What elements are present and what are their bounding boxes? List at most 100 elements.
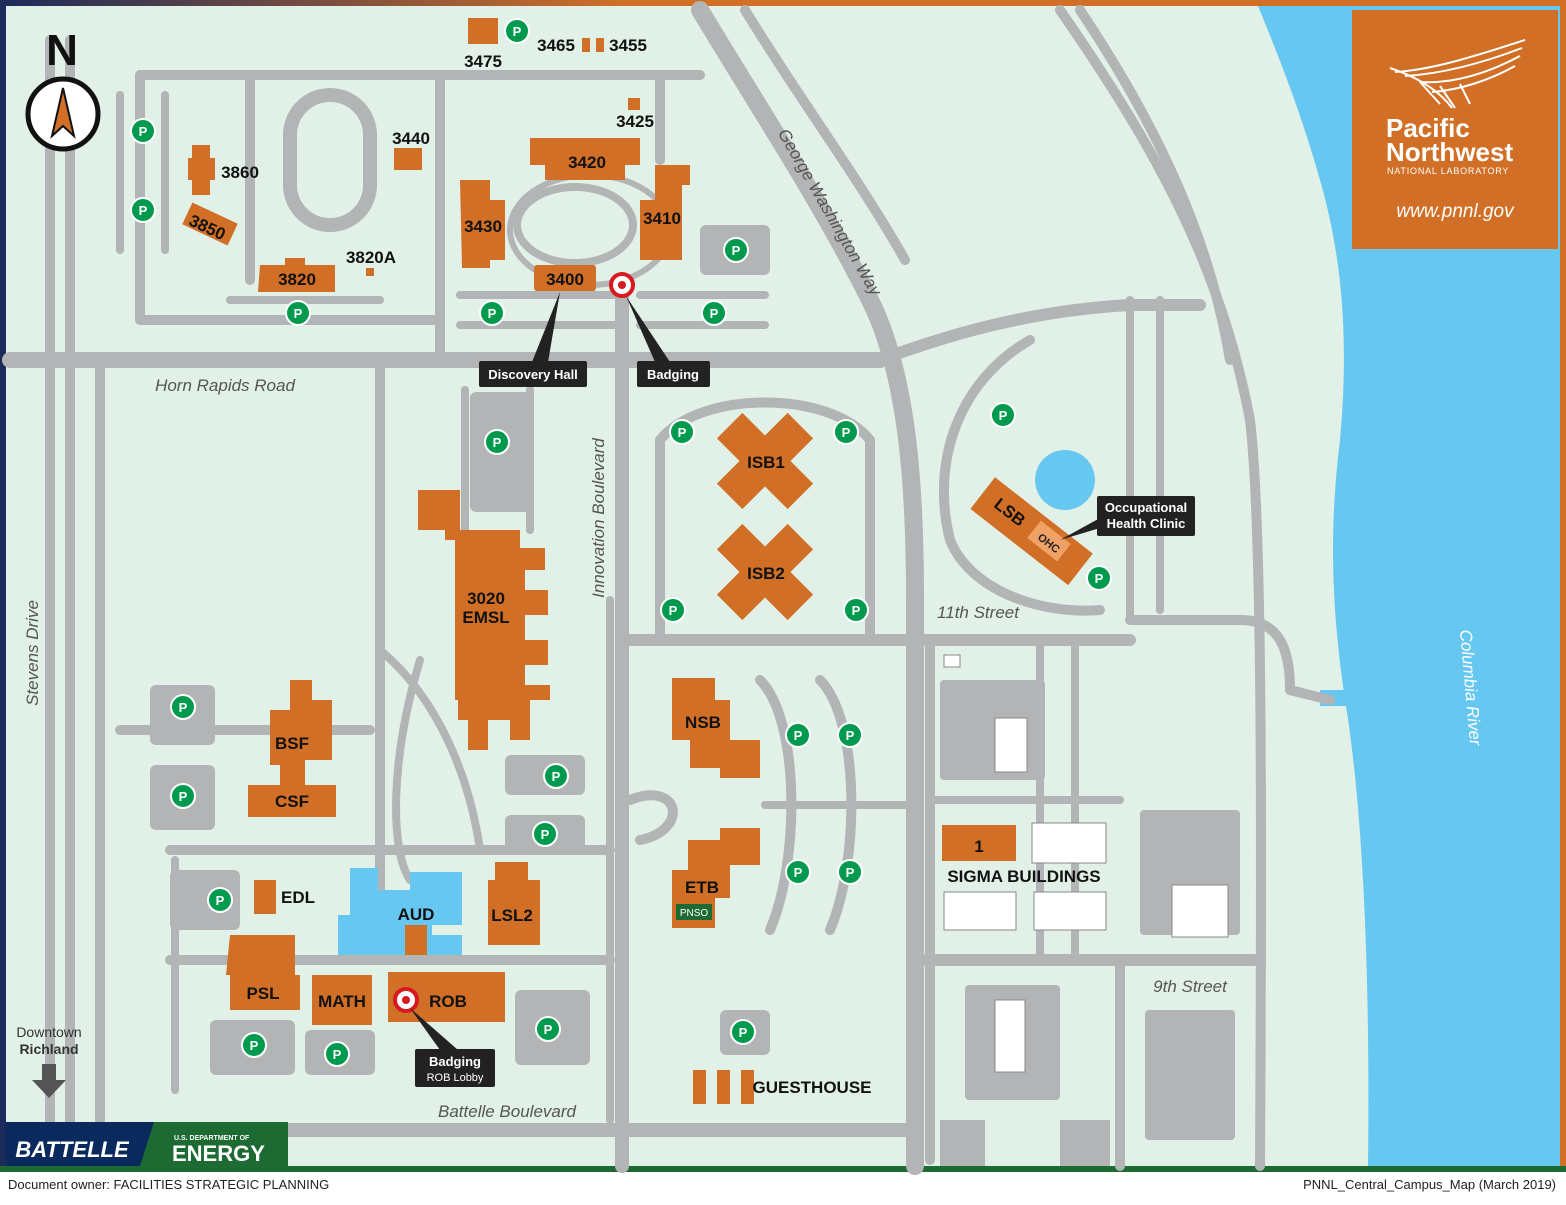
callout-ohc-line2: Health Clinic bbox=[1107, 516, 1186, 531]
parking-icon: P bbox=[833, 419, 859, 445]
footer-map-id: PNNL_Central_Campus_Map (March 2019) bbox=[1303, 1177, 1556, 1192]
bld-3430 bbox=[460, 180, 505, 268]
bld-isb1 bbox=[716, 412, 814, 510]
parking-icon: P bbox=[543, 763, 569, 789]
parking-label: P bbox=[513, 24, 522, 39]
downtown-line2: Richland bbox=[19, 1041, 78, 1057]
logo-line1: Pacific bbox=[1386, 113, 1470, 143]
frame-top-bar bbox=[0, 0, 1566, 6]
label-3465: 3465 bbox=[537, 36, 575, 55]
parking-label: P bbox=[669, 603, 678, 618]
frame-bottom-bar bbox=[0, 1166, 1566, 1172]
bld-ohc bbox=[1027, 520, 1071, 562]
bld-lsb bbox=[970, 477, 1093, 586]
parking-label: P bbox=[179, 789, 188, 804]
bld-3410 bbox=[640, 165, 690, 260]
parking-label: P bbox=[732, 243, 741, 258]
parking-label: P bbox=[1095, 571, 1104, 586]
label-3430: 3430 bbox=[464, 217, 502, 236]
parking-icon: P bbox=[837, 722, 863, 748]
label-guesthouse: GUESTHOUSE bbox=[752, 1078, 871, 1097]
parking-icon: P bbox=[701, 300, 727, 326]
label-nsb: NSB bbox=[685, 713, 721, 732]
street-9th: 9th Street bbox=[1153, 977, 1228, 996]
parking-label: P bbox=[139, 203, 148, 218]
parking-label: P bbox=[139, 124, 148, 139]
logo-url: www.pnnl.gov bbox=[1396, 201, 1515, 222]
callout-ohc-line1: Occupational bbox=[1105, 500, 1187, 515]
compass-arrow-icon bbox=[50, 87, 76, 139]
building-labels: 3475 3465 3455 3425 3440 3420 3860 3850 … bbox=[186, 36, 1101, 1097]
parking-icon: P bbox=[170, 694, 196, 720]
parking-label: P bbox=[846, 728, 855, 743]
parking-label: P bbox=[294, 306, 303, 321]
parking-label: P bbox=[250, 1038, 259, 1053]
parking-icon: P bbox=[324, 1041, 350, 1067]
label-bsf: BSF bbox=[275, 734, 309, 753]
bld-3420 bbox=[530, 138, 640, 180]
bld-etb bbox=[672, 828, 760, 928]
bld-bsf bbox=[270, 680, 332, 785]
bld-aud bbox=[405, 925, 427, 955]
parking-icon: P bbox=[837, 859, 863, 885]
logo-line3: NATIONAL LABORATORY bbox=[1387, 166, 1509, 176]
doe-small-text: U.S. DEPARTMENT OF bbox=[174, 1135, 250, 1142]
aud-pool bbox=[338, 868, 462, 955]
street-innovation-boulevard: Innovation Boulevard bbox=[589, 438, 608, 598]
parking-icon: P bbox=[730, 1019, 756, 1045]
parking-icon: P bbox=[785, 859, 811, 885]
label-3400: 3400 bbox=[546, 270, 584, 289]
bld-psl bbox=[226, 935, 300, 1010]
bld-nsb bbox=[672, 678, 760, 778]
frame-right-bar bbox=[1560, 0, 1566, 1172]
parking-label: P bbox=[493, 435, 502, 450]
battelle-text: BATTELLE bbox=[15, 1137, 130, 1162]
bld-guesthouse-b bbox=[717, 1070, 730, 1104]
badging-target-north[interactable] bbox=[609, 272, 635, 298]
buildings-layer bbox=[182, 18, 1093, 1104]
bld-guesthouse-c bbox=[741, 1070, 754, 1104]
label-edl: EDL bbox=[281, 888, 315, 907]
parking-icon: P bbox=[723, 237, 749, 263]
bld-3400 bbox=[534, 265, 596, 291]
label-psl: PSL bbox=[246, 984, 279, 1003]
compass-letter: N bbox=[46, 26, 78, 75]
doe-energy-logo[interactable]: U.S. DEPARTMENT OF ENERGY bbox=[140, 1122, 288, 1166]
bld-isb2 bbox=[716, 523, 814, 621]
river-inlet bbox=[1320, 690, 1410, 706]
callout-discovery-hall: Discovery Hall bbox=[479, 292, 587, 387]
bld-3465 bbox=[582, 38, 590, 52]
label-3425: 3425 bbox=[616, 112, 654, 131]
battelle-logo[interactable]: BATTELLE bbox=[6, 1122, 154, 1166]
pnnl-logo-panel[interactable]: Pacific Northwest NATIONAL LABORATORY ww… bbox=[1352, 10, 1558, 249]
parking-icon: P bbox=[990, 402, 1016, 428]
frame-left-bar bbox=[0, 0, 6, 1172]
label-3440: 3440 bbox=[392, 129, 430, 148]
parking-icon: P bbox=[130, 118, 156, 144]
parking-label: P bbox=[794, 728, 803, 743]
callout-rob-lobby-text: ROB Lobby bbox=[427, 1072, 484, 1084]
bld-lsl2 bbox=[488, 862, 540, 945]
street-11th: 11th Street bbox=[937, 603, 1020, 622]
downtown-richland-indicator: Downtown Richland bbox=[16, 1024, 82, 1098]
label-3820: 3820 bbox=[278, 270, 316, 289]
columbia-river bbox=[1258, 6, 1560, 1166]
callout-badging-north-text: Badging bbox=[647, 367, 699, 382]
bld-3860 bbox=[188, 145, 215, 195]
bld-3475 bbox=[468, 18, 498, 44]
parking-icon: P bbox=[843, 597, 869, 623]
parking-label: P bbox=[544, 1022, 553, 1037]
label-3860: 3860 bbox=[221, 163, 259, 182]
parking-label: P bbox=[216, 893, 225, 908]
label-3455: 3455 bbox=[609, 36, 647, 55]
bld-sigma-1 bbox=[942, 825, 1016, 861]
parking-label: P bbox=[710, 306, 719, 321]
parking-icon: P bbox=[535, 1016, 561, 1042]
label-etb: ETB bbox=[685, 878, 719, 897]
bld-guesthouse-a bbox=[693, 1070, 706, 1104]
badging-target-rob[interactable] bbox=[393, 987, 419, 1013]
bld-3850 bbox=[182, 202, 238, 246]
lsb-pond bbox=[1035, 450, 1095, 510]
